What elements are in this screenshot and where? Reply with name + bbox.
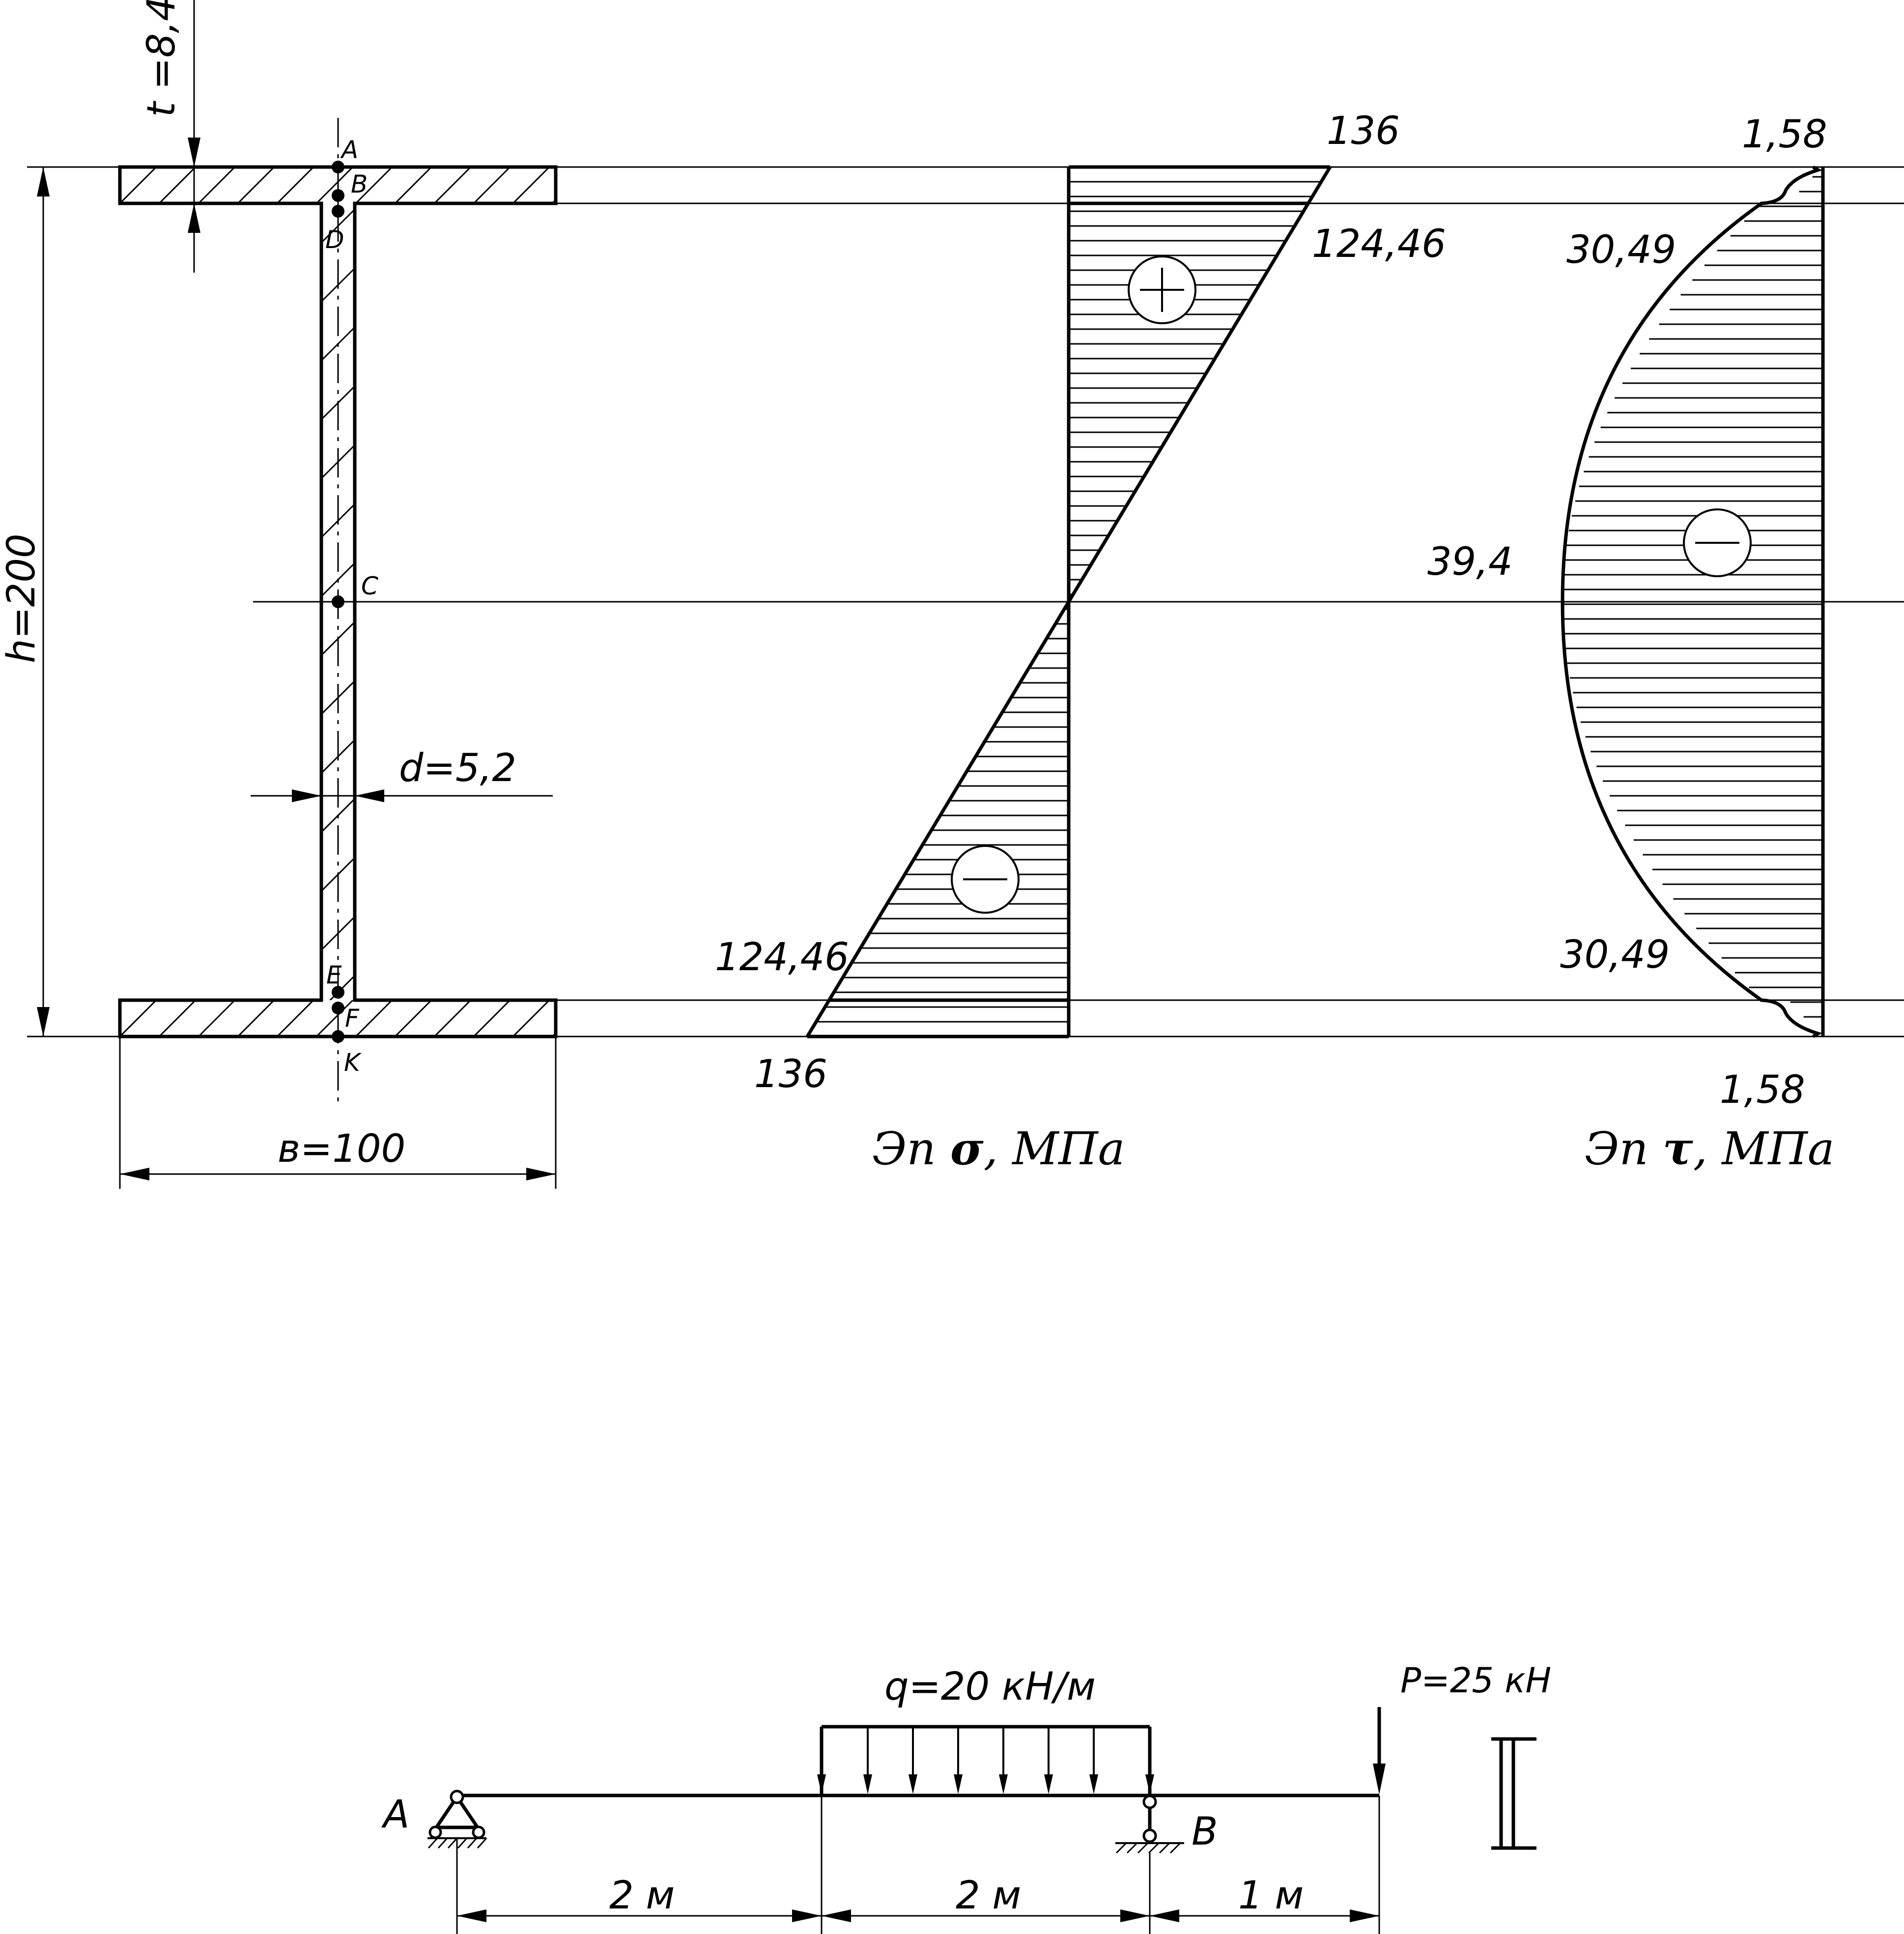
point-label-f: F xyxy=(345,1004,360,1033)
sigma-distribution-line xyxy=(806,166,1332,1037)
i-beam-section xyxy=(118,118,558,1105)
point-f-marker xyxy=(332,1002,344,1014)
section-points: A B D C E F K xyxy=(325,136,378,1077)
load-q-label: q=20 кН/м xyxy=(884,1665,1096,1709)
point-k-marker xyxy=(332,1030,344,1043)
span-2-label: 2 м xyxy=(956,1874,1021,1918)
tau-value-bottom-inner: 30,49 xyxy=(1560,933,1670,977)
sigma-caption: Эп σ, МПа xyxy=(872,1122,1125,1175)
sigma-value-bottom-inner: 124,46 xyxy=(715,935,849,980)
span-dimensions: 2 м 2 м 1 м xyxy=(456,1795,1380,1934)
dim-h-label: h=200 xyxy=(0,533,44,663)
tau-hatching xyxy=(1563,176,1823,1018)
tau-distribution-curve xyxy=(1561,165,1822,1038)
top-flange-hatch xyxy=(120,167,556,203)
point-label-k: K xyxy=(344,1048,362,1077)
support-a: A xyxy=(381,1790,487,1849)
point-label-e: E xyxy=(326,961,342,989)
tau-value-top-inner: 30,49 xyxy=(1566,228,1676,272)
point-b-marker xyxy=(332,189,344,202)
tau-value-middle: 39,4 xyxy=(1427,540,1513,584)
tau-value-bottom-outer: 1,58 xyxy=(1720,1068,1805,1112)
tau-value-top-outer: 1,58 xyxy=(1742,112,1827,157)
sigma-value-top-inner: 124,46 xyxy=(1312,222,1446,266)
distributed-load: q=20 кН/м xyxy=(817,1665,1154,1795)
support-b-label: B xyxy=(1192,1810,1218,1854)
point-label-b: B xyxy=(351,170,368,198)
tau-diagram: 1,58 30,49 39,4 30,49 1,58 Эп τ, МПа xyxy=(1427,112,1835,1175)
point-label-a: A xyxy=(340,136,358,164)
point-label-d: D xyxy=(325,225,344,254)
point-d-marker xyxy=(332,205,344,218)
point-a-marker xyxy=(332,161,344,173)
tau-caption: Эп τ, МПа xyxy=(1585,1122,1835,1175)
sigma-value-top-outer: 136 xyxy=(1327,109,1400,153)
point-load: P=25 кН xyxy=(1373,1660,1551,1794)
sigma-hatching xyxy=(816,181,1321,1023)
point-c-marker xyxy=(332,595,344,608)
dim-d-label: d=5,2 xyxy=(399,746,516,790)
beam-scheme: A B q=20 кН/м P=25 кН xyxy=(381,1660,1551,1934)
sigma-diagram: 136 124,46 124,46 136 Эп σ, МПа xyxy=(715,109,1446,1175)
section-dimensions: t =8,4 h=200 d=5,2 в=100 xyxy=(0,0,557,1189)
bottom-flange-hatch xyxy=(120,1000,556,1037)
load-p-label: P=25 кН xyxy=(1400,1660,1551,1701)
dim-b-label: в=100 xyxy=(278,1127,405,1171)
sigma-value-bottom-outer: 136 xyxy=(754,1052,827,1096)
point-e-marker xyxy=(332,986,344,999)
point-label-c: C xyxy=(361,572,378,600)
support-a-label: A xyxy=(381,1793,409,1837)
span-3-label: 1 м xyxy=(1238,1874,1304,1918)
span-1-label: 2 м xyxy=(609,1874,675,1918)
support-b: B xyxy=(1115,1794,1218,1854)
dim-t-label: t =8,4 xyxy=(140,0,184,117)
i-section-symbol-icon xyxy=(1491,1737,1536,1850)
